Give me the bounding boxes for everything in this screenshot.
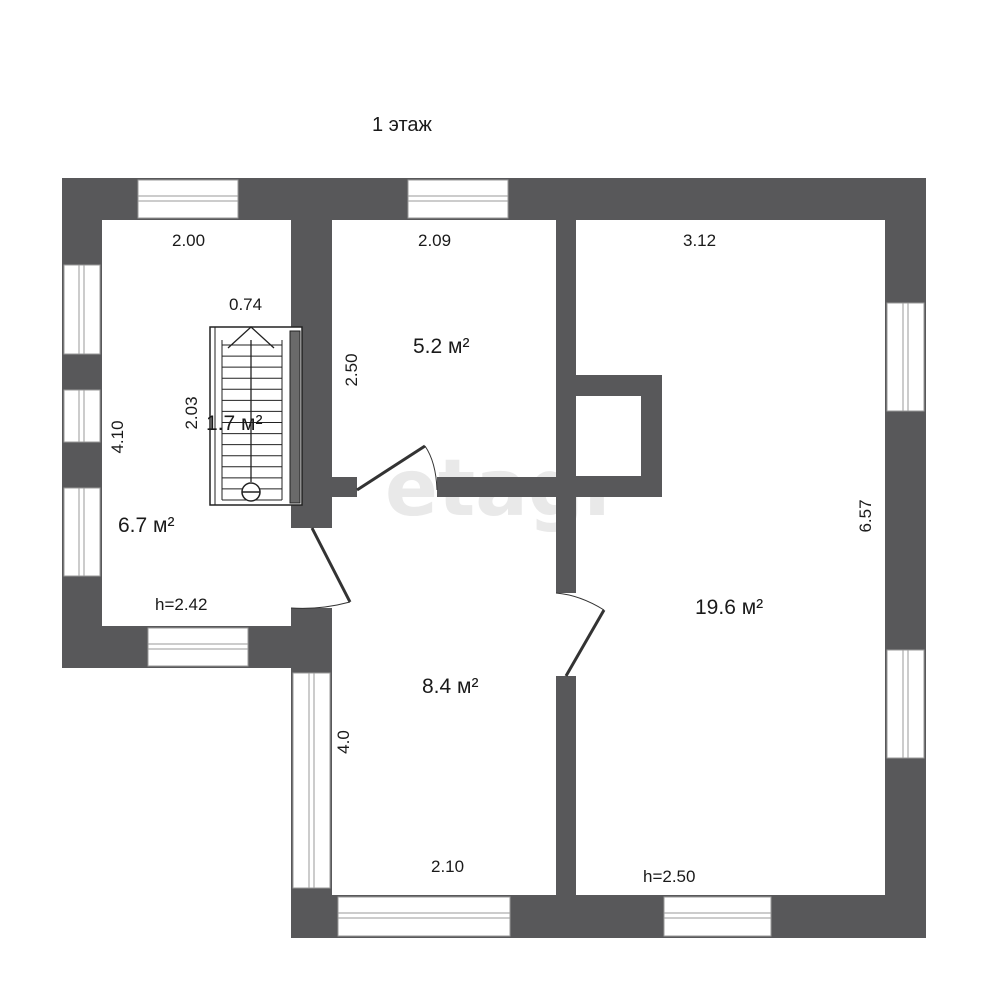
floor-title: 1 этаж [372,114,433,136]
middle-room-dim-side: 2.50 [342,353,361,386]
walls [62,178,926,938]
window-left-3 [63,487,101,577]
hall-dim-bottom: 2.10 [431,857,464,876]
hall-area: 8.4 м² [422,675,478,698]
big-room-area: 19.6 м² [695,596,763,619]
middle-room-area: 5.2 м² [413,335,469,358]
window-left-room-bottom [147,627,249,667]
doors [290,444,606,677]
big-room-dim-side: 6.57 [856,499,875,532]
stair-area: 1.7 м² [206,412,262,435]
window-hall-left [292,672,331,889]
big-room-height: h=2.50 [643,867,695,886]
window-left-1 [63,264,101,355]
stair-dim-top: 0.74 [229,295,262,314]
window-top-middle [407,179,509,219]
door-left-room [290,527,352,609]
door-big-room [555,592,606,677]
big-room-dim-top: 3.12 [683,231,716,250]
window-bottom-big-room [663,896,772,937]
staircase [209,326,303,506]
windows [63,179,925,937]
window-left-2 [63,389,101,443]
door-middle-room [356,444,438,492]
stair-dim-side: 2.03 [182,396,201,429]
window-right-lower [886,649,925,759]
window-top-left [137,179,239,219]
left-room-area: 6.7 м² [118,514,174,537]
left-room-height: h=2.42 [155,595,207,614]
window-right-upper [886,302,925,412]
window-bottom-hall [337,896,511,937]
hall-dim-side: 4.0 [334,730,353,754]
chimney-opening [576,396,641,476]
left-room-dim-side: 4.10 [108,420,127,453]
left-room-dim-top: 2.00 [172,231,205,250]
middle-room-dim-top: 2.09 [418,231,451,250]
